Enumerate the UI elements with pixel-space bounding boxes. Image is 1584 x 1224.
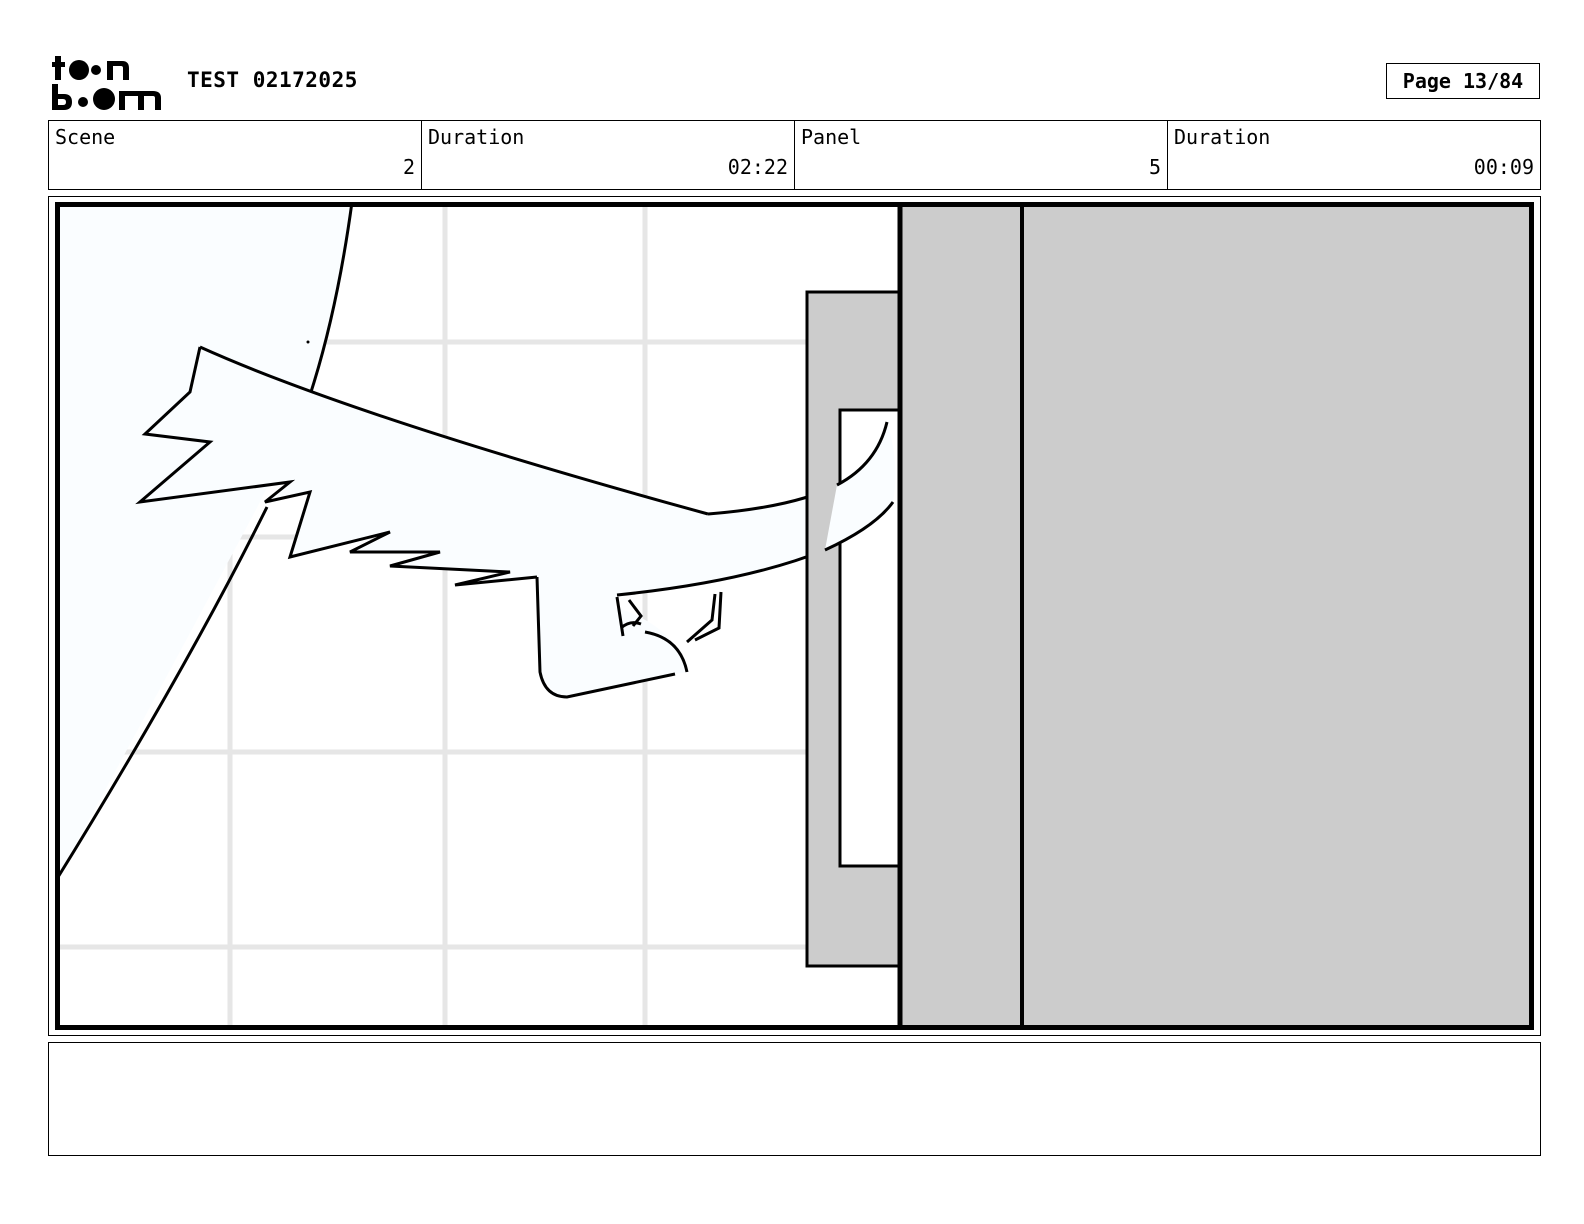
finger-outline <box>824 421 895 552</box>
page-indicator: Page 13/84 <box>1386 63 1540 99</box>
character-body <box>55 202 352 882</box>
sleeve-fringe <box>135 346 538 587</box>
scene-value: 2 <box>402 155 415 179</box>
character-body-outline <box>308 202 354 396</box>
toon-boom-logo <box>52 50 164 112</box>
character-arm <box>140 347 896 697</box>
wall-panel-right <box>1024 202 1534 1030</box>
document-title: TEST 02172025 <box>187 68 358 92</box>
scene-label: Scene <box>55 125 116 149</box>
scene-cell: Scene 2 <box>49 121 422 189</box>
door-frame-outline <box>805 290 898 968</box>
wall-panel-left <box>900 202 1022 1030</box>
panel-duration-cell: Duration 00:09 <box>1168 121 1540 189</box>
character-body-curve <box>55 506 269 883</box>
panel-value: 5 <box>1148 155 1161 179</box>
sketch-dot <box>306 340 310 344</box>
panel-frame <box>48 196 1541 1036</box>
panel-drawing <box>55 202 1534 1030</box>
door-handle-outline <box>838 408 905 868</box>
panel-cell: Panel 5 <box>795 121 1168 189</box>
scene-info-table: Scene 2 Duration 02:22 Panel 5 Duration … <box>48 120 1541 190</box>
scene-duration-value: 02:22 <box>727 155 788 179</box>
scene-duration-label: Duration <box>428 125 525 149</box>
panel-duration-label: Duration <box>1174 125 1271 149</box>
sleeve-top-edge <box>199 345 709 516</box>
panel-border <box>55 202 1534 1030</box>
panel-duration-value: 00:09 <box>1473 155 1534 179</box>
panel-label: Panel <box>801 125 862 149</box>
knuckle-lines <box>615 591 723 673</box>
sleeve-cuff <box>535 576 676 699</box>
panel-notes[interactable] <box>48 1042 1541 1156</box>
scene-duration-cell: Duration 02:22 <box>422 121 795 189</box>
